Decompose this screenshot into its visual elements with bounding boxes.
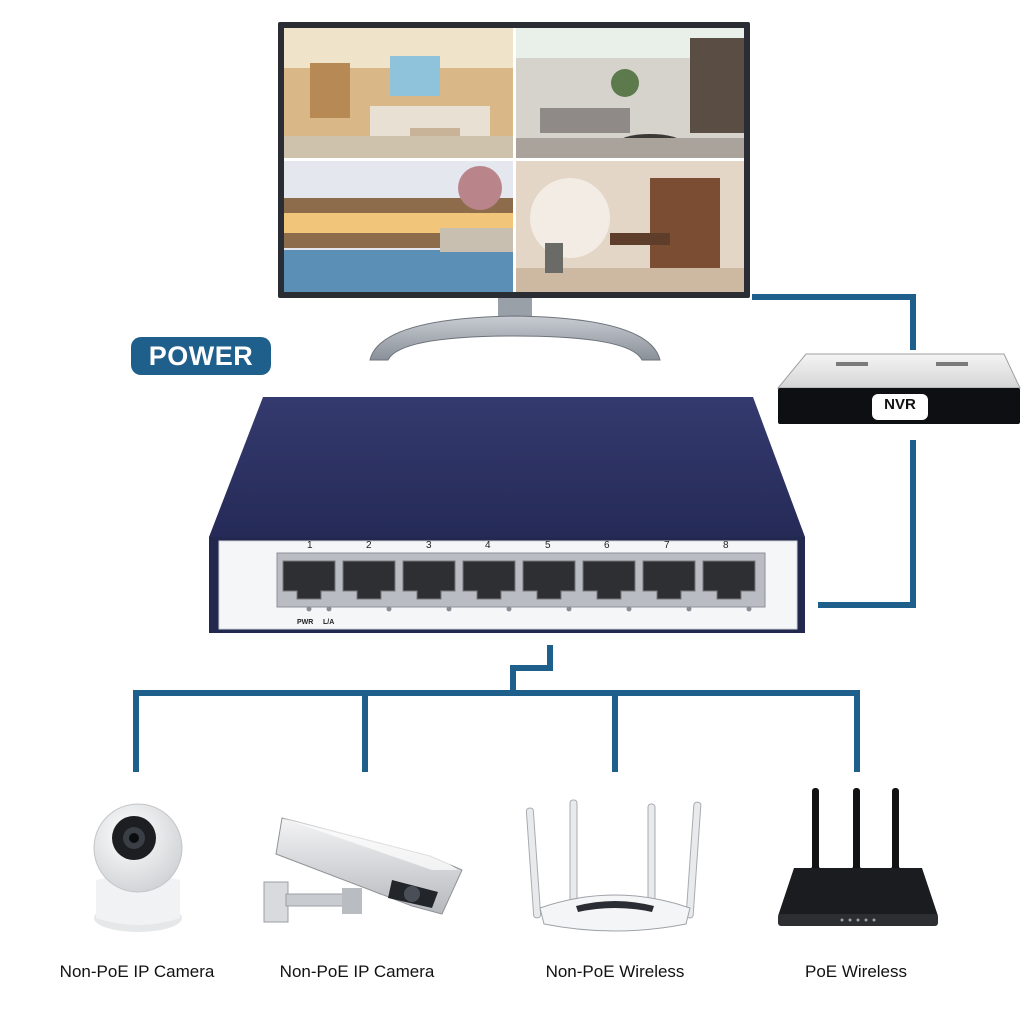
port-number-7: 7: [664, 540, 670, 551]
camera-view-villa: [284, 161, 513, 292]
nvr-device-icon: [776, 353, 1021, 424]
ethernet-switch: 1 2 3 4 5 6 7 8 PWR L/A: [205, 395, 810, 635]
port-number-6: 6: [604, 540, 610, 551]
rj45-port-1: [282, 560, 336, 600]
rj45-port-8: [702, 560, 756, 600]
nvr-device: NVR: [776, 350, 1022, 428]
rj45-port-4: [462, 560, 516, 600]
power-badge: POWER: [131, 337, 271, 375]
nvr-label: NVR: [884, 396, 916, 413]
poe-wireless-router-icon: [778, 788, 938, 926]
port-number-3: 3: [426, 540, 432, 551]
rj45-port-3: [402, 560, 456, 600]
device-caption-1: Non-PoE IP Camera: [59, 962, 215, 981]
bullet-camera-icon: [263, 817, 463, 923]
monitor-icon: [278, 22, 750, 361]
device-caption-2: Non-PoE IP Camera: [279, 962, 435, 981]
power-label: POWER: [148, 340, 254, 371]
camera-view-living-room: [284, 28, 513, 158]
camera-view-courtyard: [516, 28, 744, 158]
device-caption-4: PoE Wireless: [804, 962, 908, 981]
device-caption-3: Non-PoE Wireless: [545, 962, 685, 981]
wireless-router-icon: [525, 799, 702, 932]
port-number-8: 8: [723, 540, 729, 551]
rj45-port-5: [522, 560, 576, 600]
port-number-2: 2: [366, 540, 372, 551]
camera-view-tea-room: [516, 161, 744, 292]
rj45-port-6: [582, 560, 636, 600]
rj45-ports: [282, 560, 756, 612]
dome-camera-icon: [93, 803, 183, 932]
port-number-4: 4: [485, 540, 491, 551]
port-number-5: 5: [545, 540, 551, 551]
la-led-label: L/A: [323, 619, 335, 626]
pwr-led-label: PWR: [297, 619, 314, 626]
nvr-switch-line: [818, 440, 916, 608]
port-number-1: 1: [307, 540, 313, 551]
monitor-nvr-line: [752, 294, 916, 350]
switch-bus-line: [510, 645, 553, 693]
rj45-port-2: [342, 560, 396, 600]
rj45-port-7: [642, 560, 696, 600]
